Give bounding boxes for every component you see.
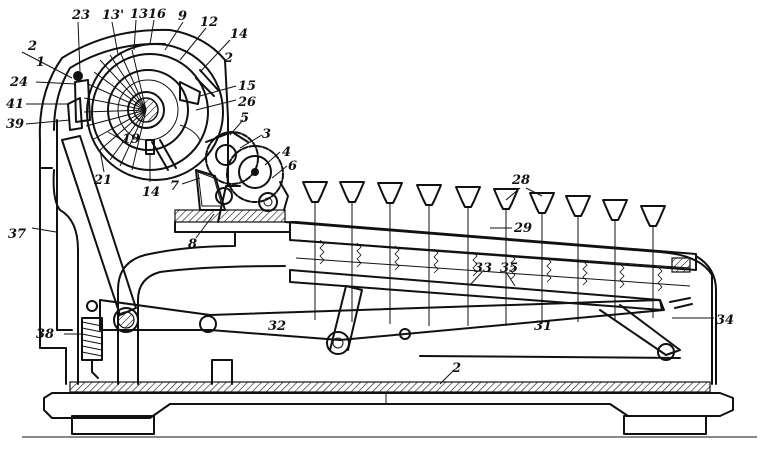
- linkage: [61, 135, 681, 361]
- label-29: 29: [513, 221, 532, 236]
- label-2-base: 2: [451, 361, 461, 376]
- label-37: 37: [8, 227, 26, 242]
- label-38: 38: [36, 327, 54, 342]
- label-2-upper-right: 2: [223, 51, 233, 66]
- label-26: 26: [237, 95, 256, 110]
- label-33: 33: [474, 261, 492, 276]
- machine-base: [22, 381, 757, 438]
- reference-labels: 23 13' 13 16 9 12 14 2 1 2 24 41 39 15 2…: [6, 7, 734, 376]
- label-24: 24: [9, 75, 28, 90]
- label-4: 4: [282, 145, 291, 160]
- label-13-prime: 13': [102, 8, 124, 23]
- label-13: 13: [130, 7, 148, 22]
- return-spring: [81, 300, 103, 379]
- label-28: 28: [511, 173, 530, 188]
- label-34: 34: [716, 313, 734, 328]
- label-12: 12: [200, 15, 218, 30]
- leader-lines: [21, 19, 714, 385]
- label-35: 35: [500, 261, 518, 276]
- label-31: 31: [534, 319, 552, 334]
- label-39: 39: [6, 117, 24, 132]
- machine-frame: [38, 28, 717, 385]
- label-16: 16: [148, 7, 166, 22]
- label-1: 1: [36, 55, 45, 70]
- gear-train: [195, 131, 289, 212]
- platen-bar: [174, 185, 291, 233]
- label-14-upper: 14: [230, 27, 248, 42]
- label-3: 3: [262, 127, 271, 142]
- label-5: 5: [240, 111, 249, 126]
- label-21: 21: [93, 173, 112, 188]
- label-23: 23: [71, 8, 90, 23]
- label-32: 32: [268, 319, 286, 334]
- label-15: 15: [238, 79, 256, 94]
- label-14-lower: 14: [142, 185, 160, 200]
- label-6: 6: [288, 159, 297, 174]
- label-7: 7: [170, 179, 179, 194]
- keyboard: [289, 181, 697, 326]
- label-9: 9: [178, 9, 187, 24]
- label-8: 8: [188, 237, 197, 252]
- label-41: 41: [6, 97, 24, 112]
- type-wheel-assembly: [67, 43, 224, 181]
- label-2-upper-left: 2: [27, 39, 37, 54]
- label-19: 19: [122, 132, 140, 147]
